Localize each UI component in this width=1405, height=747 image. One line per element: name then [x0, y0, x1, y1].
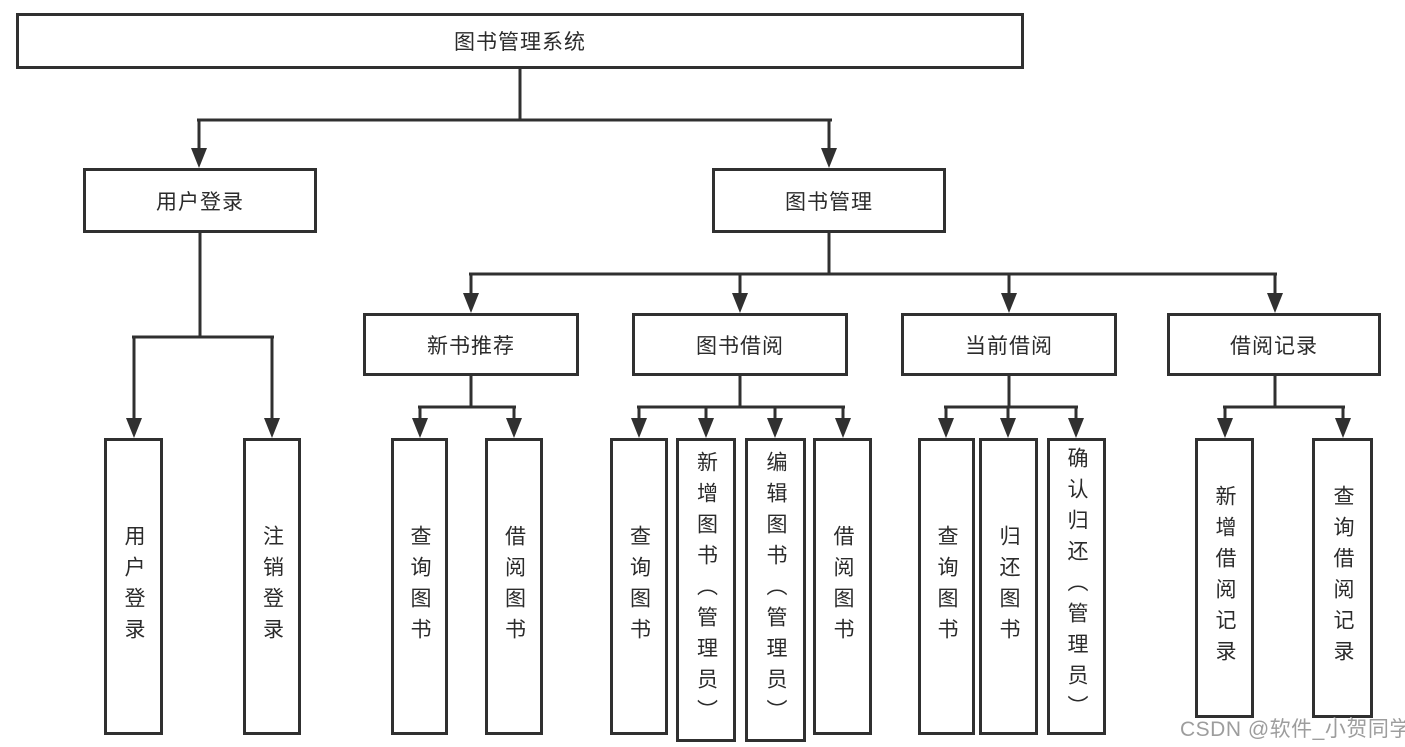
- leaf-query-books-current: 查询图书: [918, 438, 975, 735]
- leaf-add-book-admin-label: 新增图书（管理员）: [694, 450, 718, 730]
- leaf-user-login: 用户登录: [104, 438, 163, 735]
- leaf-return-book-label: 归还图书: [997, 524, 1020, 649]
- node-borrowing-records: 借阅记录: [1167, 313, 1381, 376]
- leaf-logout: 注销登录: [243, 438, 301, 735]
- node-book-borrowing: 图书借阅: [632, 313, 848, 376]
- node-root-label: 图书管理系统: [454, 31, 586, 54]
- leaf-edit-book-admin: 编辑图书（管理员）: [745, 438, 806, 742]
- node-new-book-recommendation: 新书推荐: [363, 313, 579, 376]
- leaf-add-borrow-record: 新增借阅记录: [1195, 438, 1254, 718]
- watermark: CSDN @软件_小贺同学: [1180, 718, 1405, 741]
- leaf-query-borrow-record: 查询借阅记录: [1312, 438, 1373, 718]
- leaf-add-borrow-record-label: 新增借阅记录: [1213, 485, 1236, 671]
- node-book-management-label: 图书管理: [785, 190, 873, 214]
- leaf-borrow-books-recommend: 借阅图书: [485, 438, 543, 735]
- leaf-add-book-admin: 新增图书（管理员）: [676, 438, 736, 742]
- node-borrowing-records-label: 借阅记录: [1230, 334, 1318, 358]
- node-new-book-recommendation-label: 新书推荐: [427, 334, 515, 358]
- leaf-borrow-books-label: 借阅图书: [831, 524, 854, 649]
- leaf-query-borrow-record-label: 查询借阅记录: [1331, 485, 1354, 671]
- leaf-query-books-borrow: 查询图书: [610, 438, 668, 735]
- node-book-management: 图书管理: [712, 168, 946, 233]
- node-user-login: 用户登录: [83, 168, 317, 233]
- leaf-edit-book-admin-label: 编辑图书（管理员）: [764, 450, 787, 730]
- node-current-borrowing: 当前借阅: [901, 313, 1117, 376]
- leaf-return-book: 归还图书: [979, 438, 1038, 735]
- leaf-query-books-recommend: 查询图书: [391, 438, 448, 735]
- leaf-confirm-return-admin-label: 确认归还（管理员）: [1065, 447, 1088, 726]
- leaf-query-books-borrow-label: 查询图书: [627, 524, 651, 649]
- node-user-login-label: 用户登录: [156, 190, 244, 214]
- node-current-borrowing-label: 当前借阅: [965, 334, 1053, 358]
- leaf-logout-label: 注销登录: [260, 524, 284, 649]
- leaf-borrow-books-recommend-label: 借阅图书: [502, 524, 526, 649]
- leaf-query-books-current-label: 查询图书: [935, 524, 958, 649]
- leaf-query-books-recommend-label: 查询图书: [408, 524, 431, 649]
- node-root: 图书管理系统: [16, 13, 1024, 69]
- leaf-borrow-books: 借阅图书: [813, 438, 872, 735]
- node-book-borrowing-label: 图书借阅: [696, 334, 784, 358]
- leaf-user-login-label: 用户登录: [122, 524, 145, 649]
- leaf-confirm-return-admin: 确认归还（管理员）: [1047, 438, 1106, 735]
